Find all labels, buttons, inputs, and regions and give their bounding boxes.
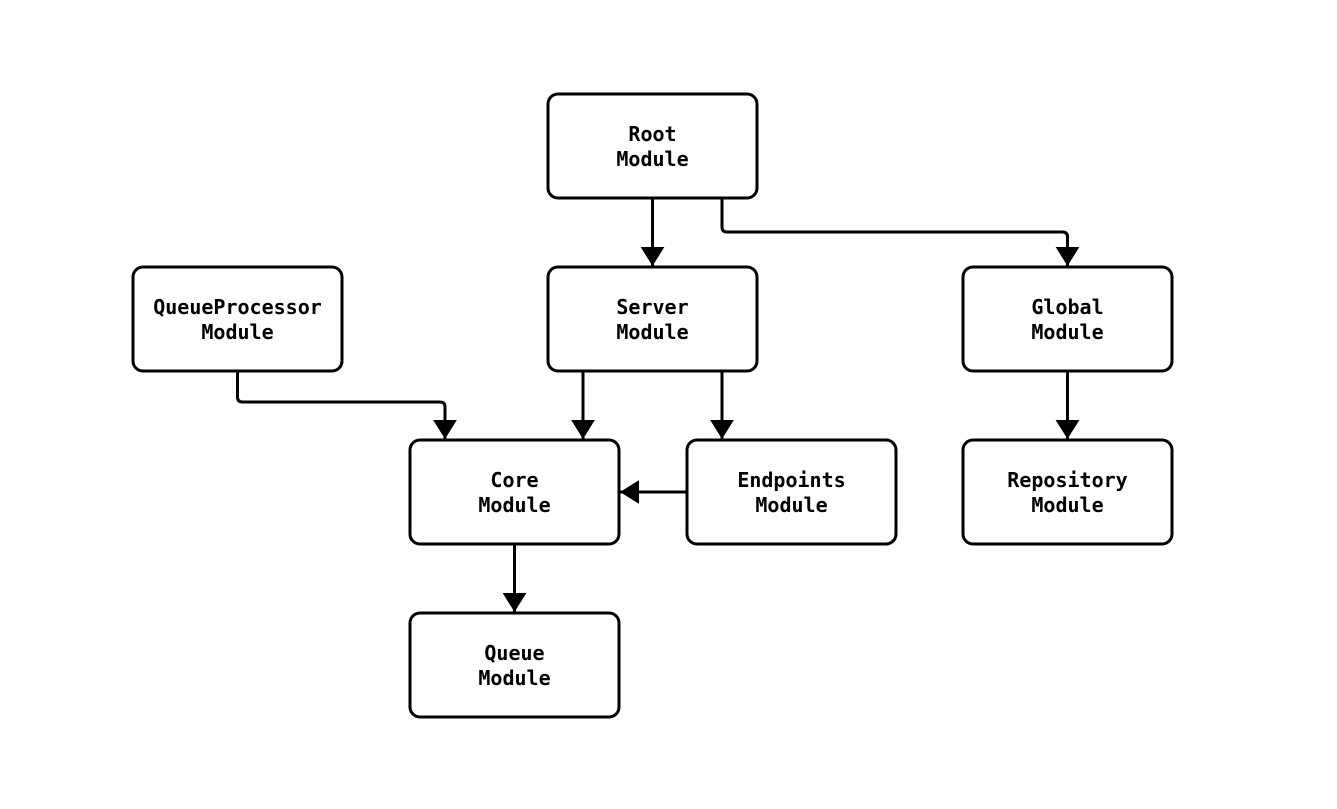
node-queueprocessor-module-label-line2: Module	[201, 320, 273, 344]
node-repository-module-box	[961, 438, 1174, 546]
node-core-module-box	[408, 438, 621, 546]
node-queue-module-box	[408, 611, 621, 719]
node-endpoints-module: Endpoints Module	[685, 438, 898, 546]
node-queue-module-label-line1: Queue	[484, 641, 544, 665]
node-core-module-label-line2: Module	[478, 493, 550, 517]
node-root-module-box	[546, 92, 759, 200]
node-repository-module: Repository Module	[961, 438, 1174, 546]
node-root-module-label-line1: Root	[628, 122, 676, 146]
node-root-module: Root Module	[546, 92, 759, 200]
node-queueprocessor-module-box	[131, 265, 344, 373]
edges	[236, 198, 1080, 612]
node-queue-module: Queue Module	[408, 611, 621, 719]
edge-queueprocessor-to-core	[236, 371, 457, 439]
node-server-module-label-line2: Module	[616, 320, 688, 344]
node-global-module-label-line1: Global	[1031, 295, 1103, 319]
node-endpoints-module-label-line1: Endpoints	[737, 468, 845, 492]
node-core-module: Core Module	[408, 438, 621, 546]
node-endpoints-module-label-line2: Module	[755, 493, 827, 517]
node-queue-module-label-line2: Module	[478, 666, 550, 690]
node-repository-module-label-line2: Module	[1031, 493, 1103, 517]
node-global-module: Global Module	[961, 265, 1174, 373]
node-global-module-box	[961, 265, 1174, 373]
node-server-module: Server Module	[546, 265, 759, 373]
node-repository-module-label-line1: Repository	[1007, 468, 1127, 492]
node-endpoints-module-box	[685, 438, 898, 546]
node-server-module-label-line1: Server	[616, 295, 688, 319]
node-queueprocessor-module: QueueProcessor Module	[131, 265, 344, 373]
node-queueprocessor-module-label-line1: QueueProcessor	[153, 295, 322, 319]
edge-root-to-global	[720, 198, 1080, 266]
node-global-module-label-line2: Module	[1031, 320, 1103, 344]
node-core-module-label-line1: Core	[490, 468, 538, 492]
node-root-module-label-line2: Module	[616, 147, 688, 171]
node-server-module-box	[546, 265, 759, 373]
